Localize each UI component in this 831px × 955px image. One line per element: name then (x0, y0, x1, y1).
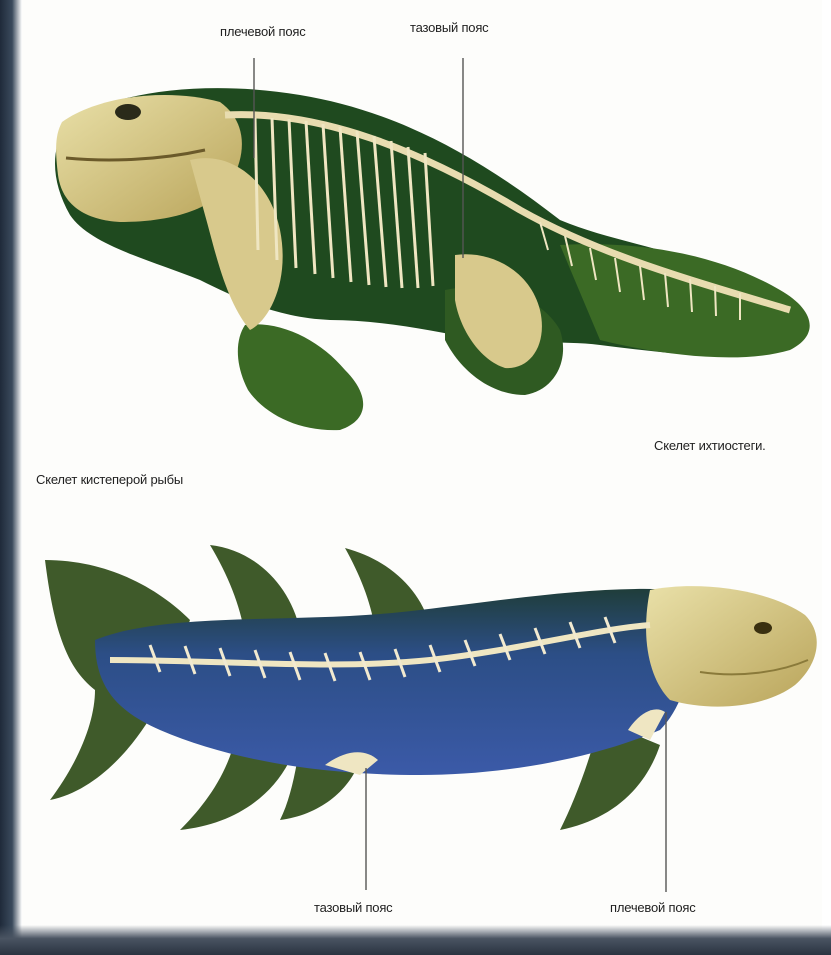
lobe-fin-fish-skeleton (45, 545, 817, 830)
fish-eye (754, 622, 772, 634)
caption-lobe-fin-fish: Скелет кистеперой рыбы (36, 472, 183, 487)
label-bottom-shoulder-girdle: плечевой пояс (610, 900, 696, 915)
caption-ichthyostega: Скелет ихтиостеги. (654, 438, 766, 453)
ichthyostega-skeleton (55, 88, 810, 430)
fish-head (646, 586, 817, 706)
label-bottom-pelvic-girdle: тазовый пояс (314, 900, 392, 915)
ichthyostega-eye (115, 104, 141, 120)
label-top-shoulder-girdle: плечевой пояс (220, 24, 306, 39)
label-top-pelvic-girdle: тазовый пояс (410, 20, 488, 35)
frame-shadow-bottom (0, 925, 831, 955)
ichthyostega-front-limb (238, 324, 363, 430)
